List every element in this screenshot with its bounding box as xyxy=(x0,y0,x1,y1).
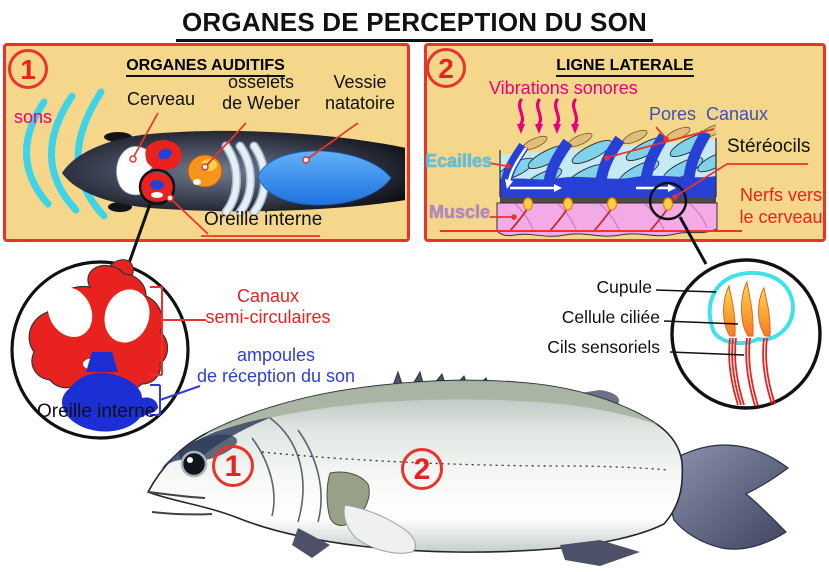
label-sons: sons xyxy=(14,107,53,127)
neuromast-pointer-lines xyxy=(655,289,745,356)
label-oreille-interne-detail: Oreille interne xyxy=(37,401,156,422)
stereocil-zoom-ring xyxy=(648,181,688,221)
label-ampoules-reception: ampoules de réception du son xyxy=(196,345,356,386)
panel1-title: ORGANES AUDITIFS xyxy=(3,57,408,77)
label-oreille-interne: Oreille interne xyxy=(204,209,323,230)
panel2-number-badge: 2 xyxy=(426,48,466,88)
neuromast-detail-illustration xyxy=(655,258,822,410)
fish-marker-1: 1 xyxy=(212,445,254,487)
ventral-fin xyxy=(292,528,330,558)
inner-ear-zoom-ring xyxy=(138,168,176,206)
panel1-number-badge: 1 xyxy=(8,49,48,89)
swim-bladder-shape xyxy=(257,150,392,206)
muscle-fibers xyxy=(514,203,708,231)
lateral-line-illustration xyxy=(440,98,808,237)
mouth-lines xyxy=(147,491,213,516)
fish-marker-2: 2 xyxy=(401,448,443,490)
flow-arrowheads xyxy=(505,179,676,192)
label-pores: Pores xyxy=(649,104,697,124)
hair-cells xyxy=(522,197,674,211)
gill-lines xyxy=(251,417,322,523)
label-cupule: Cupule xyxy=(596,277,652,297)
lateral-line-dotted xyxy=(261,451,669,471)
label-muscle: Muscle xyxy=(429,202,491,222)
inner-ear-brackets xyxy=(150,286,206,416)
label-cils-sensoriels: Cils sensoriels xyxy=(547,337,660,357)
panel1-pointer-dots xyxy=(129,155,310,202)
panel1-pointer-lines xyxy=(132,112,359,237)
connector-line-left xyxy=(126,203,152,267)
label-canaux-semi-circulaires: Canaux semi-circulaires xyxy=(205,286,331,327)
ampullae-shape xyxy=(62,372,158,432)
sensory-cilia xyxy=(728,337,776,407)
page-title: ORGANES DE PERCEPTION DU SON xyxy=(0,2,829,42)
flow-arrows xyxy=(507,147,668,190)
panel2-title: LIGNE LATERALE xyxy=(424,57,826,77)
inner-ear-detail-illustration xyxy=(10,259,206,440)
pelvic-fin xyxy=(343,504,416,554)
label-vessie-natatoire: Vessie natatoire xyxy=(324,72,396,113)
label-osselets-de-weber: osselets de Weber xyxy=(222,72,300,113)
anal-fin xyxy=(560,540,640,566)
label-vibrations-sonores: Vibrations sonores xyxy=(489,78,638,98)
connector-line-right xyxy=(678,216,708,265)
tail-fin xyxy=(666,444,789,550)
label-cerveau: Cerveau xyxy=(127,89,196,109)
auditory-organs-illustration xyxy=(23,88,405,237)
fish-eye xyxy=(180,450,208,478)
label-ecailles: Ecailles xyxy=(425,151,493,171)
label-stereocils: Stéréocils xyxy=(727,136,811,157)
label-nerfs-vers-le-cerveau: Nerfs vers le cerveau xyxy=(739,185,823,227)
panel2-pointer-dots xyxy=(505,136,678,220)
label-cellule-ciliee: Cellule ciliée xyxy=(561,307,660,327)
vibration-arrows-icon xyxy=(517,98,579,134)
fish-top-view xyxy=(62,130,405,217)
panel2-pointer-lines xyxy=(488,126,808,218)
label-canaux: Canaux xyxy=(706,104,769,124)
